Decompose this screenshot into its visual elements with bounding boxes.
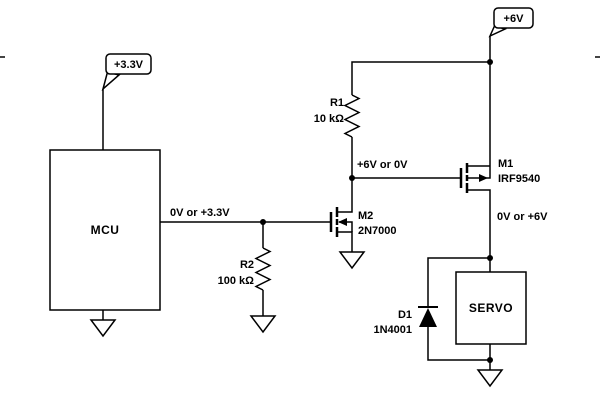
flag-box [105,53,152,75]
m1-ref: M1 [498,158,513,170]
flag-v6: +6V [488,7,534,38]
r1-value: 10 kΩ [314,113,344,125]
edge-artifact-left [0,56,5,58]
flag-box [493,7,534,29]
r2-value: 100 kΩ [218,275,255,287]
junction-dot [487,357,493,363]
m1-value: IRF9540 [498,173,540,185]
edge-artifact-right [595,56,600,58]
net-label-mcu-out: 0V or +3.3V [170,207,230,219]
nmos-arrow [338,218,347,226]
mosfet-m1 [459,163,488,193]
mcu-block: MCU [49,149,161,311]
resistor-zigzag [343,94,361,138]
flag-v33-label: +3.3V [114,59,144,71]
diode-d1 [418,306,438,327]
resistor-r2 [254,247,272,291]
wire-r1-top [351,61,490,95]
d1-value: 1N4001 [373,324,412,336]
wire-m1-body [467,166,491,179]
mcu-box [49,149,161,311]
servo-block: SERVO [455,271,527,345]
r2-ref: R2 [240,259,254,271]
servo-box [455,271,527,345]
ground-symbol-m2 [338,251,366,270]
m2-ref: M2 [358,210,373,222]
flag-v33: +3.3V [101,53,152,92]
servo-label: SERVO [469,301,513,315]
ground-symbol-r2 [249,315,277,334]
m2-value: 2N7000 [358,225,397,237]
net-label-m2-drain: +6V or 0V [357,159,408,171]
mcu-label: MCU [91,223,120,237]
wire-m2-drain [337,178,353,213]
junction-dot [487,59,493,65]
junction-dot [260,219,266,225]
wire-d1-top [427,257,490,307]
mosfet-m2 [329,207,347,237]
r1-ref: R1 [330,97,344,109]
wire-m2-source [337,231,353,252]
grounds [89,251,504,388]
pmos-arrow [479,174,488,182]
ground-symbol-mcu [89,319,117,338]
junctions [260,59,493,363]
wire-d1-bottom [427,327,490,361]
flag-v6-label: +6V [504,13,525,25]
wire-m1-drain [467,189,491,272]
diode-triangle [419,308,437,327]
resistor-zigzag [254,247,272,291]
ground-symbol-servo [476,369,504,388]
junction-dot [349,175,355,181]
net-label-m1-drain: 0V or +6V [497,211,548,223]
d1-ref: D1 [398,309,412,321]
resistor-r1 [343,94,361,138]
junction-dot [487,255,493,261]
